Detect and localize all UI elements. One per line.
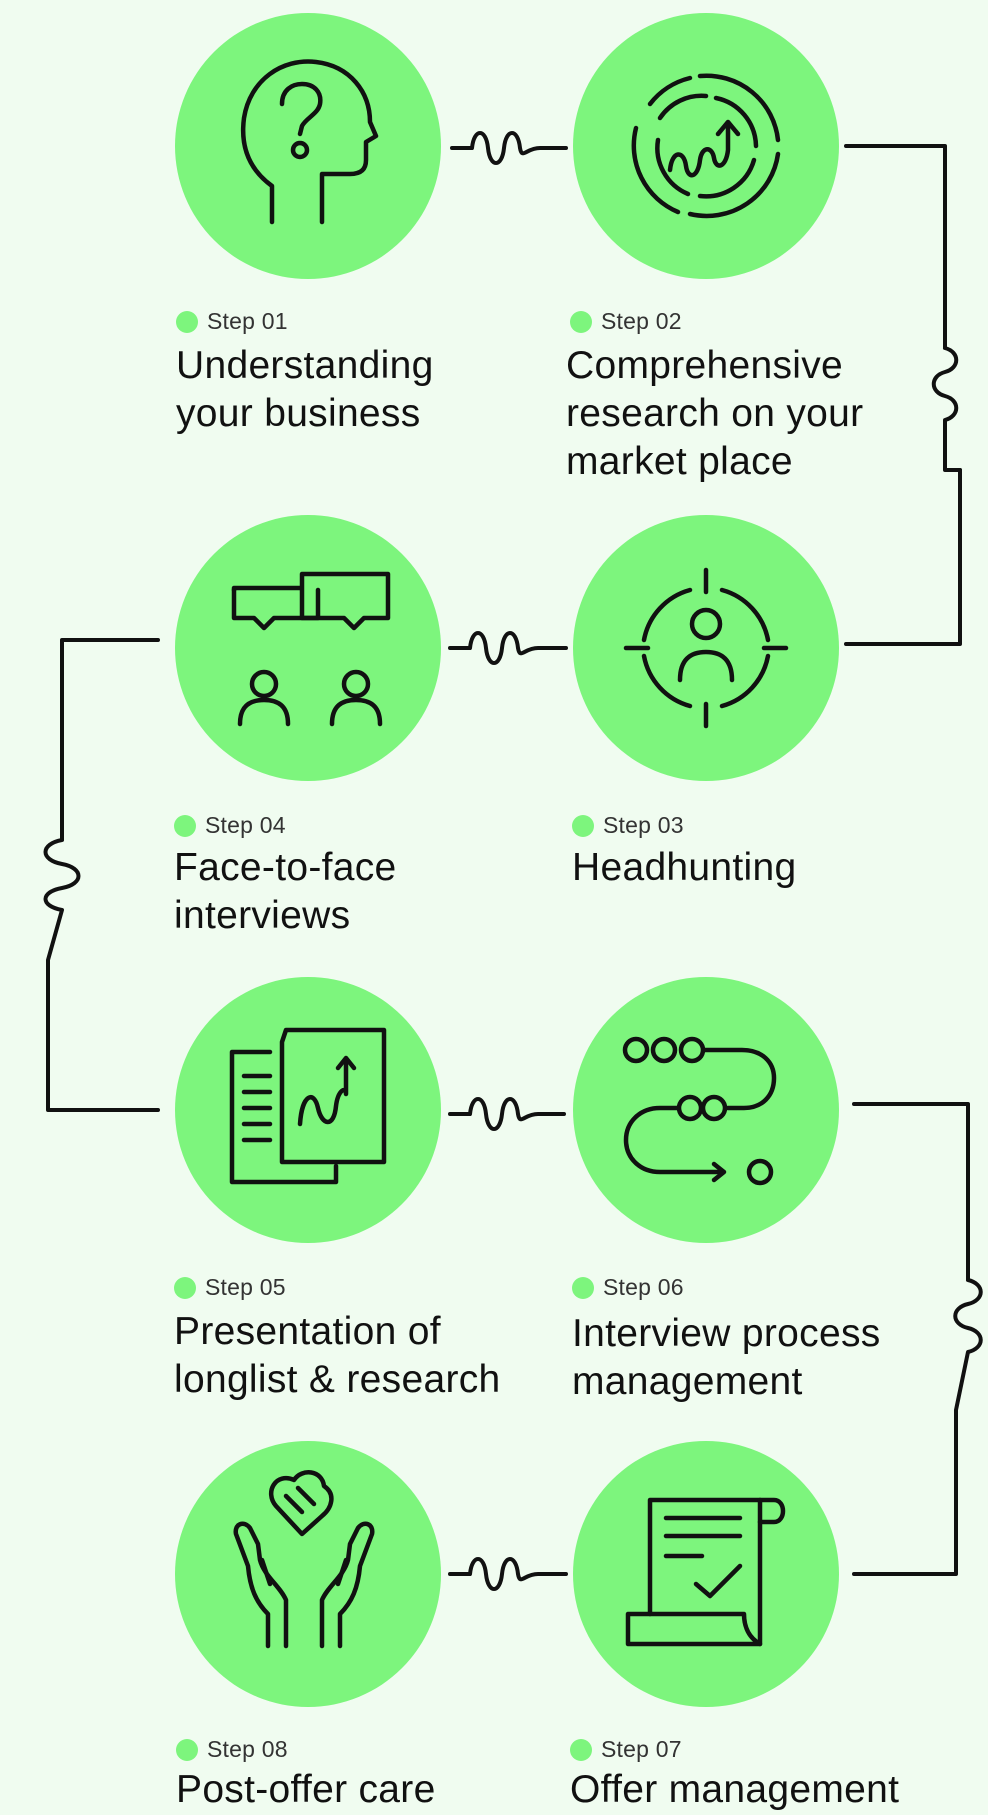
step-08-dot	[176, 1738, 198, 1761]
step-01-label-text: Step 01	[207, 308, 288, 334]
step-01-label: Step 01	[176, 308, 288, 335]
document-report-icon	[229, 1027, 387, 1185]
process-path-icon	[622, 1036, 777, 1186]
connector-03-04	[448, 631, 568, 665]
step-05-dot	[174, 1276, 196, 1299]
step-02-label: Step 02	[570, 308, 682, 335]
step-03-label: Step 03	[572, 812, 684, 839]
step-06-circle	[573, 977, 839, 1243]
step-03-label-text: Step 03	[603, 812, 684, 838]
step-07-dot	[570, 1738, 592, 1761]
step-02-label-text: Step 02	[601, 308, 682, 334]
step-04-label-text: Step 04	[205, 812, 286, 838]
step-05-title: Presentation of longlist & research	[174, 1310, 501, 1401]
connector-01-02	[450, 131, 568, 165]
step-04-circle	[175, 515, 441, 781]
step-07-circle	[573, 1441, 839, 1707]
step-04-label: Step 04	[174, 812, 286, 839]
target-person-icon	[623, 567, 789, 729]
step-07-label-text: Step 07	[601, 1736, 682, 1762]
connectors	[43, 131, 983, 1591]
step-05-label: Step 05	[174, 1274, 286, 1301]
step-07-label: Step 07	[570, 1736, 682, 1763]
step-08-title: Post-offer care	[176, 1768, 436, 1811]
step-07-title: Offer management	[570, 1768, 900, 1811]
step-03-title: Headhunting	[572, 846, 797, 889]
step-03-circle	[573, 515, 839, 781]
connector-05-06	[448, 1097, 566, 1131]
step-02-circle	[573, 13, 839, 279]
step-01-title: Understanding your business	[176, 344, 434, 435]
step-04-title: Face-to-face interviews	[174, 846, 397, 937]
step-04-dot	[174, 814, 196, 837]
step-06-label: Step 06	[572, 1274, 684, 1301]
step-02-dot	[570, 310, 592, 333]
contract-scroll-icon	[625, 1497, 786, 1647]
step-03-dot	[572, 814, 594, 837]
connector-07-08	[448, 1557, 568, 1591]
step-06-title: Interview process management	[572, 1312, 881, 1403]
step-08-label: Step 08	[176, 1736, 288, 1763]
head-question-icon	[240, 59, 379, 225]
interview-chat-icon	[231, 571, 391, 727]
step-06-label-text: Step 06	[603, 1274, 684, 1300]
step-08-circle	[175, 1441, 441, 1707]
care-hands-icon	[233, 1470, 375, 1649]
connector-06-07	[852, 1102, 983, 1576]
connector-02-03-lower	[844, 468, 962, 646]
step-08-label-text: Step 08	[207, 1736, 288, 1762]
connector-04-05	[43, 638, 160, 1112]
step-05-label-text: Step 05	[205, 1274, 286, 1300]
market-growth-icon	[631, 73, 781, 219]
step-05-circle	[175, 977, 441, 1243]
step-06-dot	[572, 1276, 594, 1299]
connector-02-03	[844, 144, 962, 472]
step-01-dot	[176, 310, 198, 333]
step-02-title: Comprehensive research on your market pl…	[566, 344, 864, 483]
